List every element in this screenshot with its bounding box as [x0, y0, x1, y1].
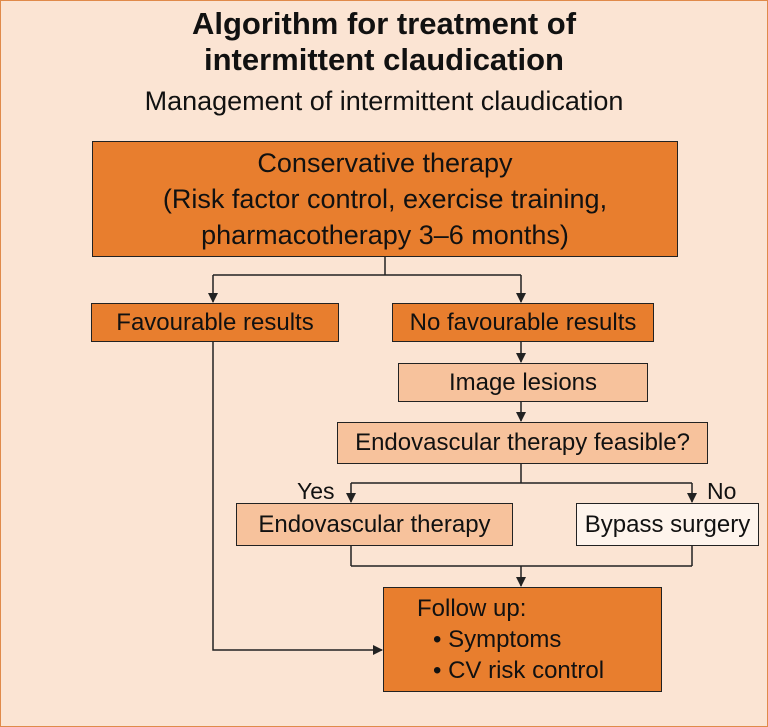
subtitle: Management of intermittent claudication [144, 86, 624, 116]
yes-label: Yes [297, 478, 335, 504]
image-lesions-box: Image lesions [398, 363, 648, 402]
conservative-line-1: Conservative therapy [257, 148, 513, 178]
conservative-line-2: (Risk factor control, exercise training, [162, 184, 608, 214]
conservative-therapy-box: Conservative therapy (Risk factor contro… [92, 141, 678, 257]
no-label: No [707, 478, 737, 504]
follow-up-item-symptoms: • Symptoms [433, 626, 562, 653]
endovascular-therapy-box: Endovascular therapy [236, 503, 513, 546]
follow-up-box: Follow up: • Symptoms • CV risk control [383, 587, 662, 692]
title-line-2: intermittent claudication [204, 42, 564, 77]
follow-up-heading: Follow up: [417, 595, 527, 622]
title-line-1: Algorithm for treatment of [191, 6, 577, 41]
follow-up-item-cv-risk: • CV risk control [433, 657, 605, 684]
endovascular-feasible-box: Endovascular therapy feasible? [337, 422, 708, 464]
conservative-line-3: pharmacotherapy 3–6 months) [201, 220, 569, 250]
edge-favourable-to-follow-up [212, 341, 383, 655]
no-favourable-results-box: No favourable results [392, 303, 654, 342]
bypass-surgery-box: Bypass surgery [576, 503, 759, 546]
favourable-results-box: Favourable results [91, 303, 339, 342]
